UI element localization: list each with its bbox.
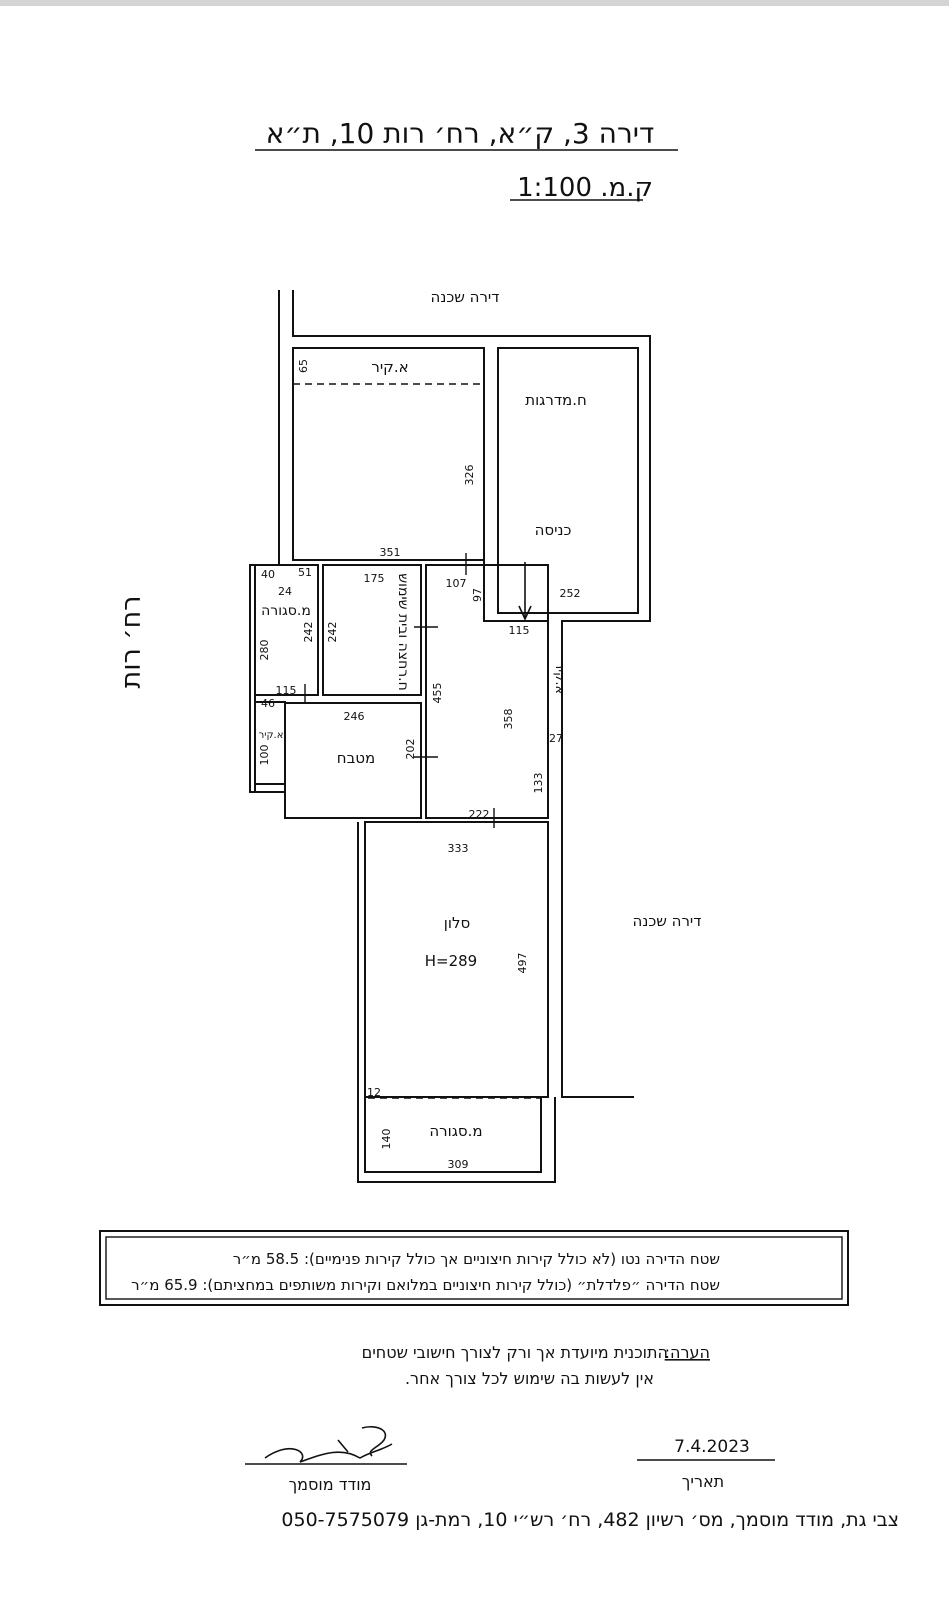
dim-label: 97 [471,588,484,602]
scale-label: ק.מ. 1:100 [517,173,653,203]
dim-label: 107 [446,577,467,590]
dim-label: 333 [448,842,469,855]
date-label: תאריך [682,1472,724,1491]
dim-label: 242 [326,622,339,643]
room-label-height: H=289 [425,952,477,970]
dim-label: 309 [448,1158,469,1171]
dim-label: 51 [298,566,312,579]
area-net: שטח הדירה נטו (לא כולל קירות חיצוניים אך… [233,1250,720,1268]
dim-label: 65 [297,359,310,373]
dim-label: 27 [549,732,563,745]
dim-label: 202 [404,739,417,760]
footer-contact: צבי גת, מודד מוסמך, מס׳ רשיון 482, רח׳ ר… [281,1509,899,1531]
note-line-2: אין לעשות בה שימוש לכל צורך אחר. [405,1369,654,1388]
dim-label: 242 [302,622,315,643]
note-label: הערה: [665,1343,710,1362]
dim-label: 46 [261,697,275,710]
surveyor-signature [264,1425,393,1463]
room-label-closed-balcony-left: מ.סגורה [261,603,311,619]
dim-label: 40 [261,568,275,581]
dim-label: 12 [367,1086,381,1099]
dim-label: 497 [516,953,529,974]
room-label-bathroom: ח.רחצה ובית שימוש [395,573,411,691]
dim-label: 175 [364,572,385,585]
dim-label: 280 [258,640,271,661]
room-label-kitchen: מטבח [337,749,375,767]
tick-marks [304,553,495,828]
note-line-1: התוכנית מיועדת אך ורק לצורך חישובי שטחים [362,1343,668,1362]
dim-label: 100 [258,745,271,766]
dim-label: 222 [469,808,490,821]
dim-label: 358 [502,709,515,730]
area-box-inner [105,1236,843,1300]
room-label-living-room: סלון [444,914,470,932]
dim-label: 115 [276,684,297,697]
neighbor-top-label: דירה שכנה [431,288,500,306]
top-gray-bar [0,0,949,6]
date-value: 7.4.2023 [674,1437,750,1457]
dim-label: 351 [380,546,401,559]
page-title: דירה 3, ק״א, רח׳ רות 10, ת״א [266,117,655,150]
surveyor-label: מודד מוסמך [289,1475,372,1494]
room-label-stairwell: ח.מדרגות [525,391,587,409]
dim-label: 140 [380,1129,393,1150]
walls [249,290,651,1183]
room-label-wall-small: א.קיר [259,730,284,741]
dim-label: 252 [560,587,581,600]
dim-label: 326 [463,465,476,486]
room-label-wall-top: א.קיר [371,358,408,376]
room-label-closed-balcony-bottom: מ.סגורה [429,1122,482,1140]
entrance-arrow [518,562,532,621]
neighbor-right-label: דירה שכנה [633,912,702,930]
area-box-outer [99,1230,849,1306]
area-gross: שטח הדירה ״פלדלת״ (כולל קירות חיצוניים ב… [131,1276,720,1294]
street-label: רח׳ רות [116,595,147,688]
dim-label: 246 [344,710,365,723]
dim-label: 115 [509,624,530,637]
room-label-entrance: כניסה [535,521,572,539]
dim-label: 455 [431,683,444,704]
room-label-wall-right: א.קיר [552,662,567,694]
dim-label: 133 [532,773,545,794]
dim-label: 24 [278,585,292,598]
